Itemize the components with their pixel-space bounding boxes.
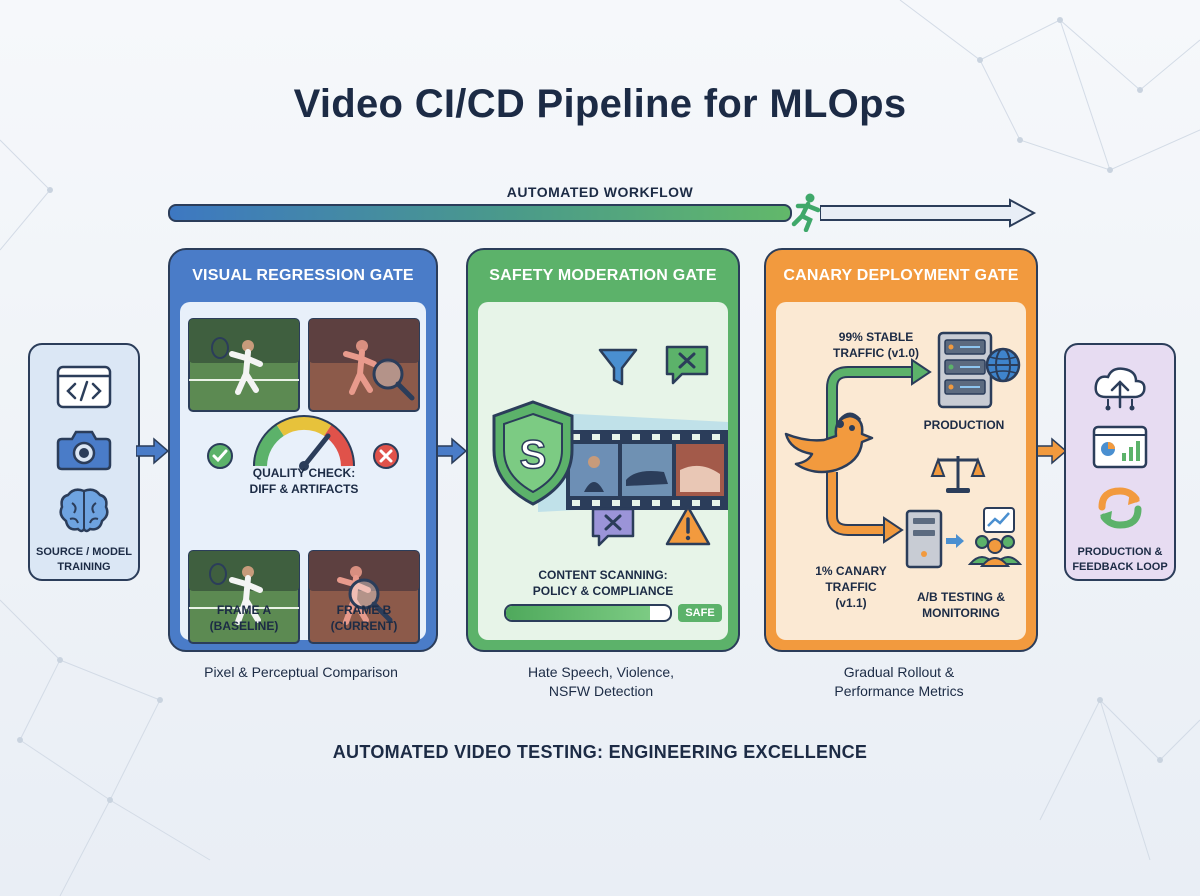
filter-funnel-icon xyxy=(598,348,638,386)
footer-tagline: AUTOMATED VIDEO TESTING: ENGINEERING EXC… xyxy=(332,742,868,762)
stable-traffic-line2: TRAFFIC (v1.0) xyxy=(832,346,919,360)
page-title: Video CI/CD Pipeline for MLOps xyxy=(293,82,907,126)
source-label-line1: SOURCE / MODEL xyxy=(36,546,132,558)
svg-text:S: S xyxy=(520,433,547,477)
small-arrow-icon xyxy=(946,534,964,548)
brain-icon xyxy=(59,488,109,533)
content-scanning-line1: CONTENT SCANNING: xyxy=(538,568,668,582)
visual-gate-caption: Pixel & Perceptual Comparison xyxy=(204,664,398,680)
canary-server-icon xyxy=(905,509,943,569)
balance-scale-icon xyxy=(930,456,986,493)
dashboard-icon xyxy=(1092,425,1148,469)
canary-traffic-line1: 1% CANARY xyxy=(815,564,887,578)
workflow-arrow xyxy=(820,198,1037,228)
safety-moderation-gate: SAFETY MODERATION GATE S xyxy=(466,248,740,652)
scan-progress-bar xyxy=(504,604,672,622)
ab-testing-line2: MONITORING xyxy=(922,606,1000,620)
quality-check-line1: QUALITY CHECK: xyxy=(252,466,356,480)
safety-gate-body: S CONTENT SCANNING: POLICY & COMPLIANCE … xyxy=(478,302,728,640)
cloud-upload-icon xyxy=(1094,367,1146,411)
arrow-visual-to-safety xyxy=(434,437,468,465)
safety-gate-title: SAFETY MODERATION GATE xyxy=(489,267,717,284)
reject-message-icon xyxy=(665,345,709,385)
code-icon xyxy=(56,365,112,409)
visual-gate-title: VISUAL REGRESSION GATE xyxy=(192,267,414,284)
stable-traffic-line1: 99% STABLE xyxy=(838,330,914,344)
source-training-panel: SOURCE / MODEL TRAINING xyxy=(28,343,140,581)
quality-check-line2: DIFF & ARTIFACTS xyxy=(249,482,359,496)
canary-caption-line2: Performance Metrics xyxy=(834,683,964,699)
camera-icon xyxy=(56,430,112,471)
frame-b-top-thumbnail xyxy=(308,318,420,412)
production-label: PRODUCTION xyxy=(923,418,1005,432)
safe-badge: SAFE xyxy=(678,604,722,622)
arrow-source-to-visual xyxy=(136,437,170,465)
source-label-line2: TRAINING xyxy=(57,561,111,573)
globe-icon xyxy=(985,347,1021,383)
safety-caption-line2: NSFW Detection xyxy=(548,683,654,699)
canary-bird-icon xyxy=(784,412,874,474)
film-strip xyxy=(566,430,728,510)
ab-testing-line1: A/B TESTING & xyxy=(916,590,1005,604)
frame-b-thumbnail xyxy=(308,550,420,644)
pass-check-icon xyxy=(207,443,233,469)
refresh-icon xyxy=(1098,487,1142,529)
scan-progress-fill xyxy=(506,606,651,620)
frame-a-thumbnail xyxy=(188,550,300,644)
fail-x-icon xyxy=(373,443,399,469)
frame-a-label-line1: FRAME A xyxy=(216,603,272,617)
frame-b-label-line1: FRAME B xyxy=(336,603,392,617)
workflow-progress-bar xyxy=(168,204,792,222)
content-scanning-line2: POLICY & COMPLIANCE xyxy=(532,584,674,598)
shield-icon: S xyxy=(492,400,574,506)
production-label-line2: FEEDBACK LOOP xyxy=(1072,561,1168,573)
canary-gate-title: CANARY DEPLOYMENT GATE xyxy=(783,267,1019,284)
traffic-routing-arrows xyxy=(826,358,932,544)
canary-traffic-line3: (v1.1) xyxy=(835,596,867,610)
visual-gate-body: QUALITY CHECK: DIFF & ARTIFACTS FRAME A … xyxy=(180,302,426,644)
warning-icon xyxy=(665,505,711,546)
canary-gate-body: 99% STABLE TRAFFIC (v1.0) PRODUCTION 1% … xyxy=(776,302,1026,640)
blocked-message-icon xyxy=(591,507,635,547)
visual-regression-gate: VISUAL REGRESSION GATE xyxy=(168,248,438,652)
workflow-label: AUTOMATED WORKFLOW xyxy=(506,184,694,200)
canary-deployment-gate: CANARY DEPLOYMENT GATE xyxy=(764,248,1038,652)
production-feedback-panel: PRODUCTION & FEEDBACK LOOP xyxy=(1064,343,1176,581)
frame-a-label-line2: (BASELINE) xyxy=(209,619,279,633)
production-server-icon xyxy=(937,331,993,409)
frame-b-label-line2: (CURRENT) xyxy=(330,619,398,633)
arrow-canary-to-production xyxy=(1034,437,1068,465)
team-monitoring-icon xyxy=(967,507,1023,567)
runner-icon xyxy=(791,193,821,232)
safety-caption-line1: Hate Speech, Violence, xyxy=(527,664,675,680)
frame-a-top-thumbnail xyxy=(188,318,300,412)
canary-traffic-line2: TRAFFIC xyxy=(825,580,877,594)
production-label-line1: PRODUCTION & xyxy=(1077,546,1163,558)
canary-caption-line1: Gradual Rollout & xyxy=(843,664,955,680)
quality-gauge-icon xyxy=(253,415,355,471)
